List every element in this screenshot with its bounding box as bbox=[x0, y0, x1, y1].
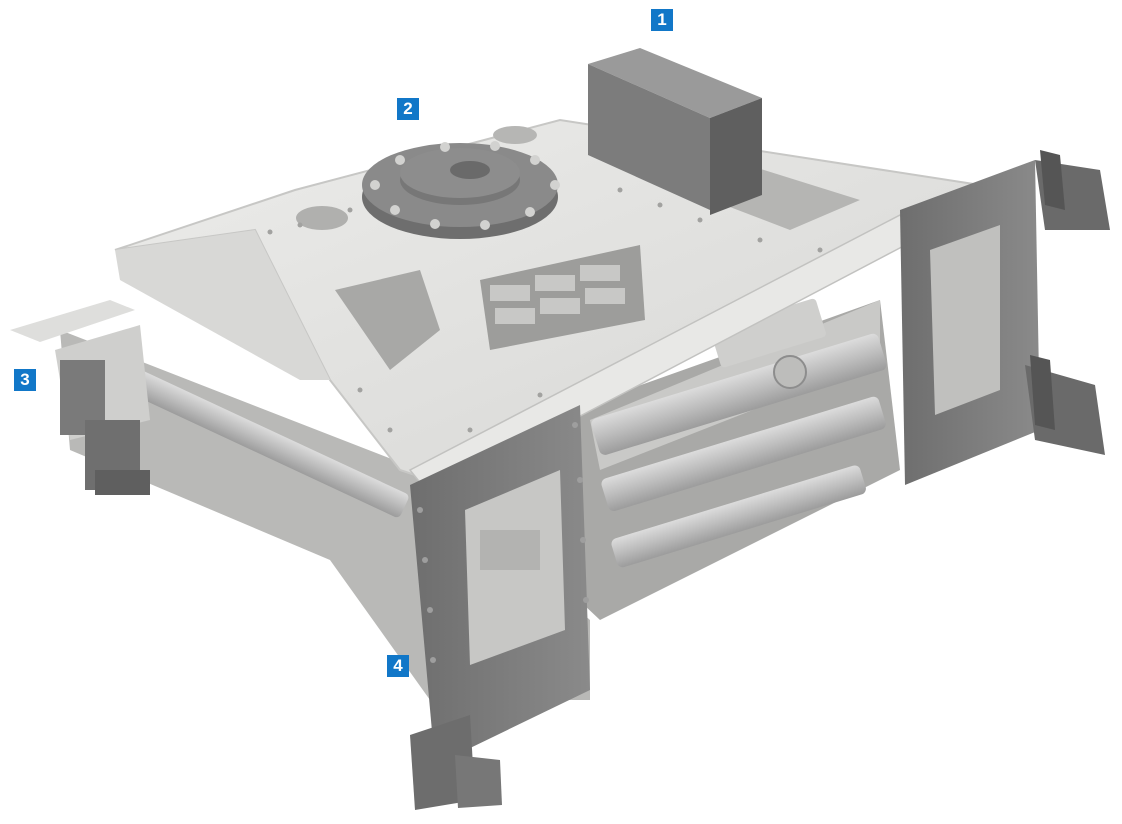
linear-cylinders bbox=[110, 298, 887, 568]
right-gripper-arm bbox=[900, 150, 1110, 485]
callout-2: 2 bbox=[397, 98, 419, 120]
valve-block bbox=[480, 245, 645, 350]
callout-3: 3 bbox=[14, 369, 36, 391]
left-gripper-arm bbox=[10, 300, 150, 495]
rotary-flange-icon bbox=[362, 141, 560, 239]
plate-bolt-holes bbox=[267, 187, 823, 433]
front-gripper-arm bbox=[410, 405, 590, 810]
callout-4: 4 bbox=[387, 655, 409, 677]
motor-block-icon bbox=[588, 48, 762, 215]
callout-1: 1 bbox=[651, 9, 673, 31]
